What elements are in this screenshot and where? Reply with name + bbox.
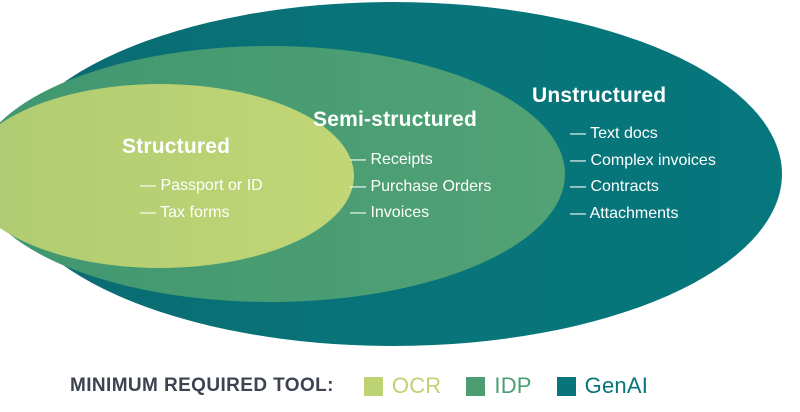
legend-title: MINIMUM REQUIRED TOOL:: [70, 375, 334, 396]
list-item: — Attachments: [570, 204, 679, 222]
list-item: — Tax forms: [140, 203, 230, 221]
list-item: — Purchase Orders: [350, 177, 492, 195]
legend-item-genai: GenAI: [556, 373, 649, 399]
structured-ellipse: [0, 84, 354, 268]
legend-item-idp: IDP: [466, 373, 531, 399]
list-item: — Text docs: [570, 125, 658, 142]
nested-set-diagram: Structured — Passport or ID — Tax forms …: [0, 2, 782, 346]
list-item: — Complex invoices: [570, 151, 716, 169]
structured-list: — Passport or ID — Tax forms: [140, 173, 263, 226]
legend-swatch-idp: [466, 376, 486, 396]
legend-label-genai: GenAI: [584, 373, 649, 398]
legend-label-idp: IDP: [494, 373, 532, 398]
list-item: — Invoices: [350, 204, 430, 221]
structured-title: Structured: [122, 135, 231, 158]
legend-swatch-genai: [556, 376, 576, 396]
semi-structured-list: — Receipts — Purchase Orders — Invoices: [350, 147, 491, 227]
list-item: — Contracts: [570, 178, 659, 195]
list-item: — Receipts: [350, 151, 433, 168]
unstructured-list: — Text docs — Complex invoices — Contrac…: [570, 121, 716, 227]
legend-swatch-ocr: [363, 376, 383, 396]
ellipses-graphic: [0, 2, 782, 346]
semi-structured-title: Semi-structured: [313, 108, 478, 131]
legend-label-ocr: OCR: [391, 373, 442, 398]
tool-legend: MINIMUM REQUIRED TOOL: OCR IDP GenAI: [70, 371, 673, 401]
legend-item-ocr: OCR: [363, 373, 442, 399]
unstructured-title: Unstructured: [532, 84, 667, 107]
list-item: — Passport or ID: [140, 177, 263, 194]
